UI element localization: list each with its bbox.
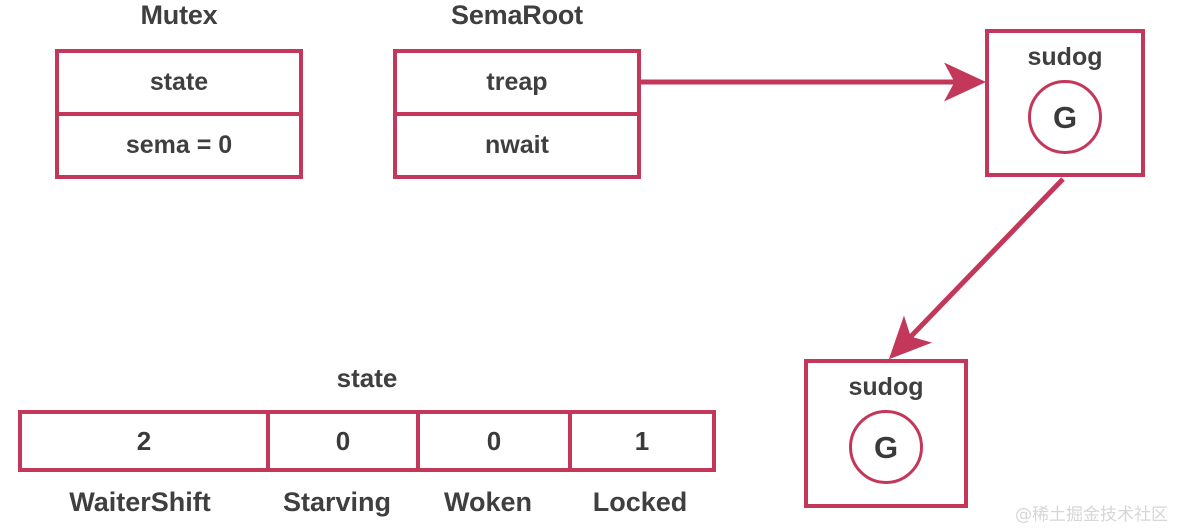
mutex-field-sema: sema = 0 [59,112,299,175]
arrow-sudog-1-to-sudog-2 [888,177,1065,360]
state-legend-waitershift: WaiterShift [69,487,211,517]
goroutine-circle-2: G [849,410,923,484]
mutex-title: Mutex [140,0,218,30]
mutex-box: state sema = 0 [55,49,303,179]
watermark: @稀土掘金技术社区 [1015,505,1168,525]
state-bitfield-table: 2 0 0 1 [18,410,716,472]
sudog-label-2: sudog [848,373,924,401]
goroutine-circle-1: G [1028,80,1102,154]
state-legend-woken: Woken [443,487,532,517]
state-legend-locked: Locked [592,487,688,517]
sudog-box-1: sudog G [985,29,1145,177]
state-bitfield-caption: state [336,363,398,393]
sudog-label-1: sudog [1027,43,1103,71]
state-cell-waitershift: 2 [136,425,152,456]
state-cell-starving: 0 [266,414,416,468]
semaroot-field-nwait: nwait [397,112,637,175]
mutex-field-state: state [149,68,209,96]
goroutine-letter-1: G [1052,99,1078,135]
sudog-box-2: sudog G [804,359,968,508]
semaroot-field-treap: treap [486,68,548,96]
state-cell-locked: 1 [568,414,712,468]
semaroot-box: treap nwait [393,49,641,179]
state-legend-starving: Starving [282,487,392,517]
goroutine-letter-2: G [873,429,899,465]
state-cell-woken: 0 [416,414,568,468]
semaroot-title: SemaRoot [451,0,583,30]
